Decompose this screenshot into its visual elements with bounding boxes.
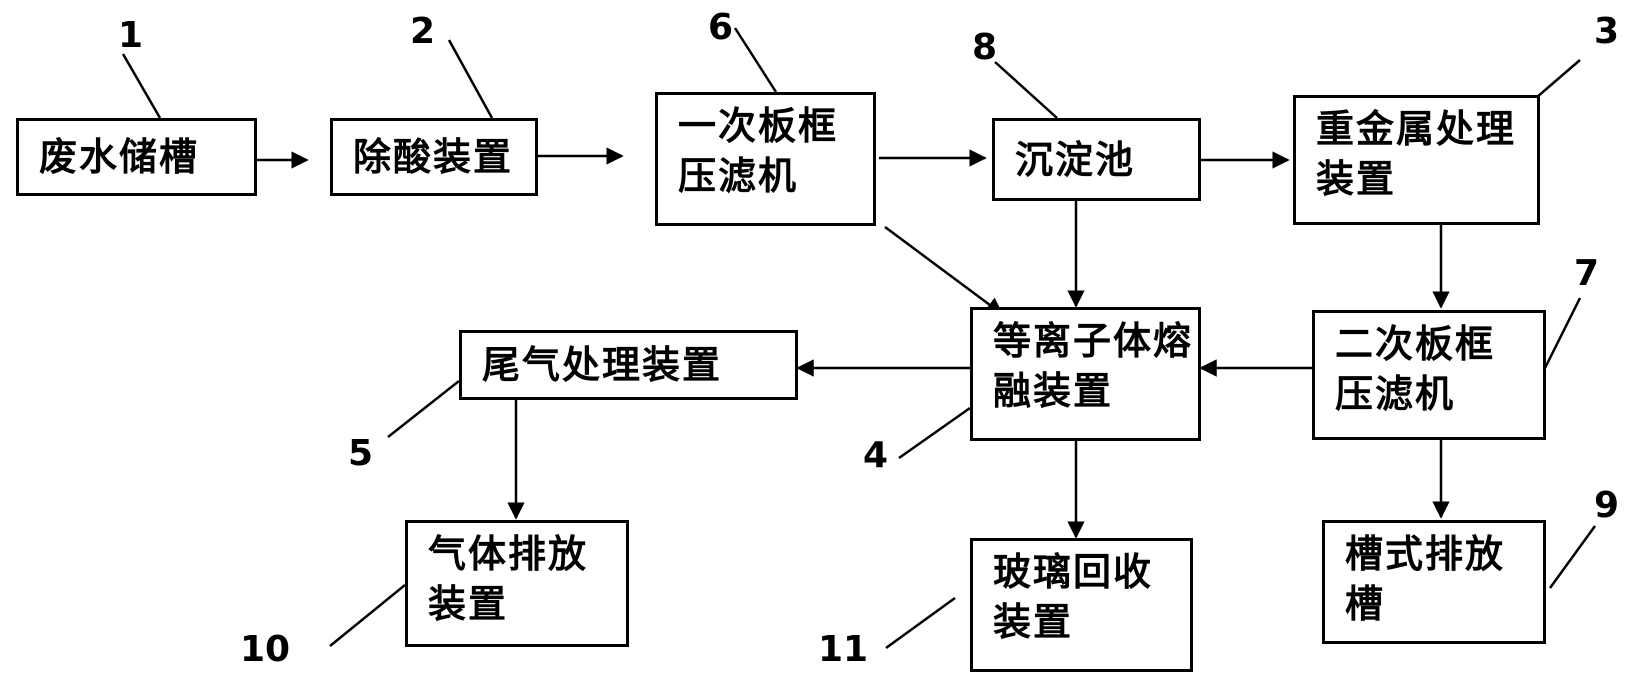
node-label: 气体排放装置	[428, 532, 589, 626]
node-trough-discharge: 槽式排放槽	[1322, 520, 1546, 644]
ref-number-10: 10	[240, 629, 291, 670]
leader-6	[733, 27, 778, 93]
ref-number-5: 5	[348, 433, 374, 474]
node-gas-discharge: 气体排放装置	[405, 520, 629, 647]
node-plasma-melting: 等离子体熔融装置	[970, 307, 1201, 441]
arrow-6-to-4	[884, 225, 1004, 316]
leader-11	[885, 596, 956, 650]
node-acid-removal: 除酸装置	[330, 118, 538, 196]
ref-number-7: 7	[1574, 253, 1600, 294]
leader-8	[994, 61, 1058, 119]
ref-number-4: 4	[863, 435, 889, 476]
node-primary-filter-press: 一次板框压滤机	[655, 92, 876, 226]
node-secondary-filter-press: 二次板框压滤机	[1312, 310, 1546, 440]
node-label: 等离子体熔融装置	[993, 319, 1194, 413]
node-label: 一次板框压滤机	[678, 104, 839, 198]
node-wastewater-tank: 废水储槽	[16, 118, 257, 196]
node-heavy-metal-treatment: 重金属处理装置	[1293, 95, 1540, 225]
leader-1	[121, 53, 162, 119]
ref-number-6: 6	[708, 7, 734, 48]
node-label: 除酸装置	[353, 135, 514, 179]
ref-number-1: 1	[118, 15, 144, 56]
node-exhaust-treatment: 尾气处理装置	[459, 330, 798, 400]
ref-number-3: 3	[1594, 11, 1620, 52]
node-label: 废水储槽	[39, 135, 200, 179]
ref-number-2: 2	[410, 11, 436, 52]
node-sedimentation-tank: 沉淀池	[992, 118, 1201, 201]
leader-10	[329, 584, 406, 647]
leader-9	[1548, 525, 1597, 589]
ref-number-9: 9	[1594, 485, 1620, 526]
ref-number-8: 8	[972, 27, 998, 68]
node-label: 二次板框压滤机	[1335, 322, 1496, 416]
node-label: 槽式排放槽	[1345, 532, 1506, 626]
ref-number-11: 11	[818, 629, 869, 670]
leader-5	[387, 380, 460, 438]
leader-2	[447, 39, 494, 119]
leader-4	[898, 406, 971, 460]
node-glass-recovery: 玻璃回收装置	[970, 538, 1193, 672]
node-label: 玻璃回收装置	[993, 550, 1154, 644]
node-label: 尾气处理装置	[482, 343, 723, 387]
leader-7	[1542, 297, 1582, 371]
node-label: 沉淀池	[1015, 137, 1136, 182]
node-label: 重金属处理装置	[1316, 107, 1517, 201]
